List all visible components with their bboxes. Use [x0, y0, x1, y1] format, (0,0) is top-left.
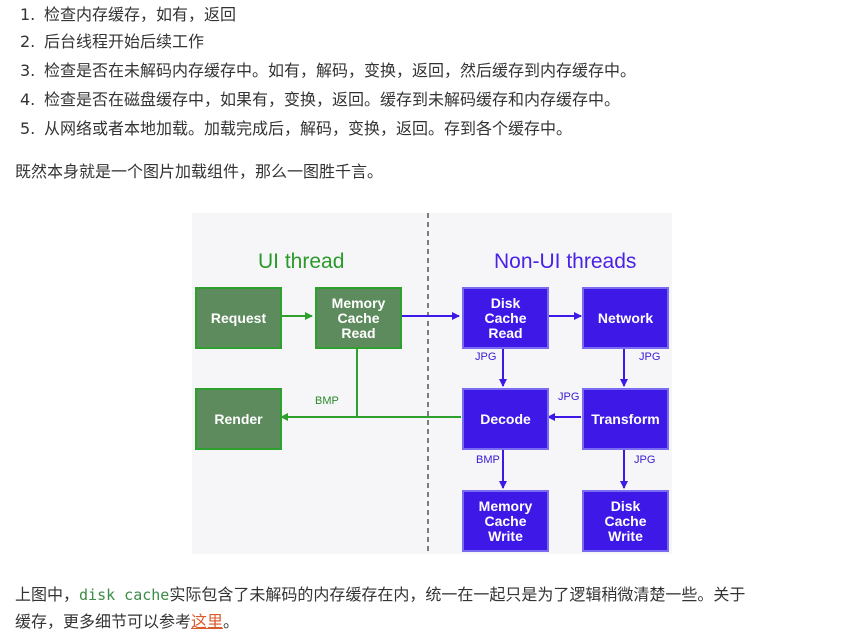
list-item: 3. 检查是否在未解码内存缓存中。如有，解码，变换，返回，然后缓存到内存缓存中。 [20, 56, 636, 85]
decode-box: Decode [462, 388, 549, 450]
edge-label-jpg-disk-decode: JPG [475, 351, 497, 363]
list-item: 5. 从网络或者本地加载。加载完成后，解码，变换，返回。存到各个缓存中。 [20, 114, 572, 143]
list-number: 3. [20, 61, 36, 80]
image-pipeline-diagram: UI thread Non-UI threads Request Memory … [192, 213, 672, 554]
edge-label-jpg-transform-decode: JPG [558, 391, 580, 403]
edge-label-bmp-render: BMP [315, 395, 339, 407]
disk-cache-read-box: Disk Cache Read [462, 287, 549, 349]
list-text: 检查内存缓存，如有，返回 [44, 5, 237, 24]
memory-cache-write-box: Memory Cache Write [462, 490, 549, 552]
diagram-connectors [279, 213, 628, 554]
request-box: Request [195, 287, 282, 349]
network-box: Network [582, 287, 669, 349]
intro-paragraph: 既然本身就是一个图片加载组件，那么一图胜千言。 [15, 162, 384, 181]
memory-cache-read-box: Memory Cache Read [315, 287, 402, 349]
footer-text: 实际包含了未解码的内存缓存在内，统一在一起只是为了逻辑稍微清楚一些。关于 [169, 585, 746, 604]
list-text: 检查是否在磁盘缓存中，如果有，变换，返回。缓存到未解码缓存和内存缓存中。 [44, 90, 621, 109]
list-text: 检查是否在未解码内存缓存中。如有，解码，变换，返回，然后缓存到内存缓存中。 [44, 61, 637, 80]
transform-box: Transform [582, 388, 669, 450]
edge-label-bmp-decode-memwrite: BMP [476, 454, 500, 466]
footer-text: 。 [223, 612, 240, 631]
reference-link[interactable]: 这里 [191, 612, 224, 631]
nonui-threads-heading: Non-UI threads [494, 250, 637, 273]
list-item: 4. 检查是否在磁盘缓存中，如果有，变换，返回。缓存到未解码缓存和内存缓存中。 [20, 85, 620, 114]
edge-label-jpg-network-transform: JPG [639, 351, 661, 363]
ui-thread-heading: UI thread [258, 250, 345, 273]
render-box: Render [195, 388, 282, 450]
footer-paragraph-line2: 缓存，更多细节可以参考这里。 [15, 608, 239, 636]
list-text: 后台线程开始后续工作 [44, 32, 205, 51]
footer-text: 上图中， [15, 585, 80, 604]
list-number: 2. [20, 32, 36, 51]
edge-label-jpg-transform-diskwrite: JPG [634, 454, 656, 466]
inline-code: disk cache [79, 586, 170, 604]
list-number: 5. [20, 119, 36, 138]
list-number: 4. [20, 90, 36, 109]
disk-cache-write-box: Disk Cache Write [582, 490, 669, 552]
list-item: 2. 后台线程开始后续工作 [20, 27, 204, 56]
footer-text: 缓存，更多细节可以参考 [15, 612, 192, 631]
list-number: 1. [20, 5, 36, 24]
list-item: 1. 检查内存缓存，如有，返回 [20, 0, 236, 29]
list-text: 从网络或者本地加载。加载完成后，解码，变换，返回。存到各个缓存中。 [44, 119, 573, 138]
footer-paragraph-line1: 上图中，disk cache实际包含了未解码的内存缓存在内，统一在一起只是为了逻… [15, 581, 745, 609]
